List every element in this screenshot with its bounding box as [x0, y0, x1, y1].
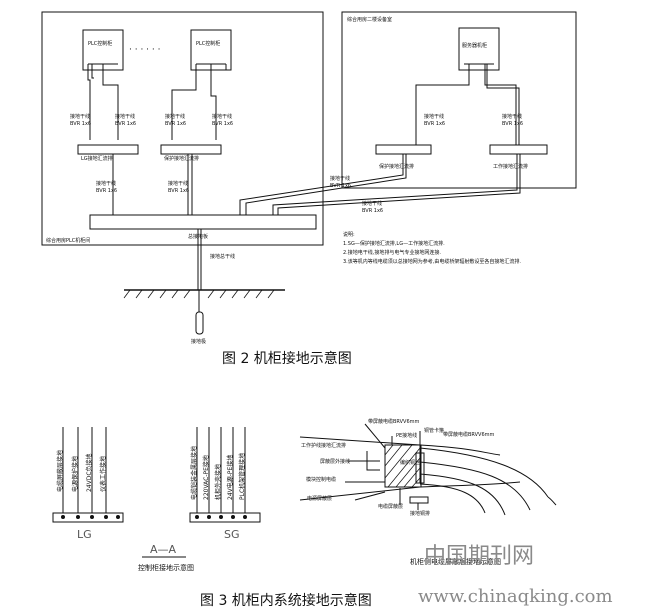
- note-line-2: 2.接地电干线,接地排与电气专业接地网连接.: [343, 249, 441, 256]
- cable-title-label: 机柜侧电缆屏蔽层接地示意图: [410, 557, 501, 566]
- sg-terminal-0: 电缆铠装金属层接地: [190, 446, 198, 500]
- cable-spec-7: BVR 1x6: [96, 188, 117, 194]
- cable-label-6: 接地干线: [502, 113, 522, 120]
- server-cabinet-label: 服务器机柜: [462, 42, 487, 49]
- cable-spec-9: BVR 1x6: [330, 183, 351, 189]
- watermark-url: www.chinaqking.com: [418, 586, 613, 607]
- lg-terminal-1: 电源保护接地: [71, 456, 79, 492]
- cabinet-room-right: [341, 11, 577, 189]
- main-bar-label: 总接地板: [188, 233, 208, 240]
- cable-label-3: 接地干线: [165, 113, 185, 120]
- lg-bus-bar-left: [77, 144, 139, 155]
- lg-terminal-3: 仪表工作接地: [99, 456, 107, 492]
- note-line-1: 1.SG—保护接地汇流排,LG—工作接地汇流排.: [343, 240, 445, 247]
- cable-label-5: 接地干线: [424, 113, 444, 120]
- lg-terminal-0: 电缆屏蔽层接地: [56, 450, 64, 492]
- cable-top-label: 带屏蔽电缆BRVV6mm: [368, 418, 420, 425]
- cable-right-label: 带屏蔽电缆BRVV6mm: [443, 431, 495, 438]
- sg-terminal-1: 220VAC-PE接地: [202, 455, 210, 500]
- section-sub-label: 控制柜接地示意图: [138, 563, 194, 572]
- ground-copper-bar: [409, 496, 429, 504]
- cabinet-room-left: [41, 11, 324, 246]
- bar-pg2-label: 保护接地汇流排: [379, 163, 414, 170]
- cable-pe-label: PE接地线: [396, 432, 417, 439]
- cable-spec-1: BVR 1x6: [70, 121, 91, 127]
- cable-label-1: 接地干线: [70, 113, 90, 120]
- cable-shield-label: 屏蔽层外接线: [320, 458, 350, 465]
- cable-bot-label: 接地铜排: [410, 510, 430, 517]
- cable-spec-10: BVR 1x6: [362, 208, 383, 214]
- cable-spec-8: BVR 1x6: [168, 188, 189, 194]
- bar-lg2-label: 工作接地汇流排: [493, 163, 528, 170]
- lg-terminal-2: 24VDC负接地: [85, 453, 93, 492]
- cable-spec-6: BVR 1x6: [502, 121, 523, 127]
- note-line-0: 说明:: [343, 231, 355, 238]
- bar-pg-label: 保护接地汇流排: [164, 155, 199, 162]
- lg-bus-bar-right: [489, 144, 548, 155]
- cable-clamp-label: 铜管卡箍: [424, 427, 444, 434]
- section-label: A—A: [150, 543, 177, 556]
- lg-terminal-bar: [52, 512, 124, 523]
- figure-2: [41, 11, 577, 335]
- sg-terminal-3: 24V电源-PE接地: [226, 455, 234, 500]
- lg-label: LG: [77, 528, 92, 541]
- cable-spec-2: BVR 1x6: [115, 121, 136, 127]
- cable-label-7: 接地干线: [96, 180, 116, 187]
- electrode-label: 接地极: [191, 338, 206, 345]
- cable-main-label: 接地总干线: [210, 253, 235, 260]
- sg-label: SG: [224, 528, 240, 541]
- ground-electrode: [195, 311, 204, 335]
- pg-bus-bar-left: [160, 144, 222, 155]
- cable-left2-label: 模块控制电缆: [306, 476, 336, 483]
- cabinet-right-label: 综合用房二楼设备室: [347, 16, 392, 23]
- main-ground-bar: [89, 214, 317, 230]
- note-line-3: 3.该等机内等线电缆须以总接地网为参考,由电缆桥架辐射敷设至各自接地汇流排.: [343, 258, 521, 265]
- pg-bus-bar-right: [375, 144, 432, 155]
- cable-label-9: 接地干线: [330, 175, 350, 182]
- shielded-cable: [299, 436, 521, 501]
- cable-mid1-label: 电缆屏蔽层: [378, 503, 403, 510]
- plc-dots: · · · · · ·: [129, 45, 160, 55]
- server-cabinet: [458, 27, 500, 71]
- cable-label-8: 接地干线: [168, 180, 188, 187]
- cable-label-2: 接地干线: [115, 113, 135, 120]
- cabinet-left-label: 综合用房PLC机柜间: [46, 237, 90, 244]
- sg-terminal-bar: [189, 512, 261, 523]
- cable-spec-4: BVR 1x6: [212, 121, 233, 127]
- bar-lg-label: LG接地汇流排: [81, 155, 113, 162]
- sg-terminal-2: 机柜外壳接地: [214, 464, 222, 500]
- cable-spec-3: BVR 1x6: [165, 121, 186, 127]
- plc-cabinet-1-label: PLC控制柜: [88, 40, 112, 47]
- cable-left3-label: 电源屏蔽层: [307, 495, 332, 502]
- watermark-cn: 中国期刊网: [424, 544, 535, 569]
- figure-3-caption: 图 3 机柜内系统接地示意图: [200, 593, 372, 609]
- cable-left1-label: 工作护线接地汇流排: [301, 442, 346, 449]
- figure-2-caption: 图 2 机柜接地示意图: [222, 351, 352, 367]
- cable-label-10: 接地干线: [362, 200, 382, 207]
- sg-terminal-4: PLC机架管理接地: [238, 453, 246, 500]
- cable-mid2-label: 编织铜丝: [400, 459, 420, 466]
- plc-cabinet-2-label: PLC控制柜: [196, 40, 220, 47]
- cable-label-4: 接地干线: [212, 113, 232, 120]
- cable-spec-5: BVR 1x6: [424, 121, 445, 127]
